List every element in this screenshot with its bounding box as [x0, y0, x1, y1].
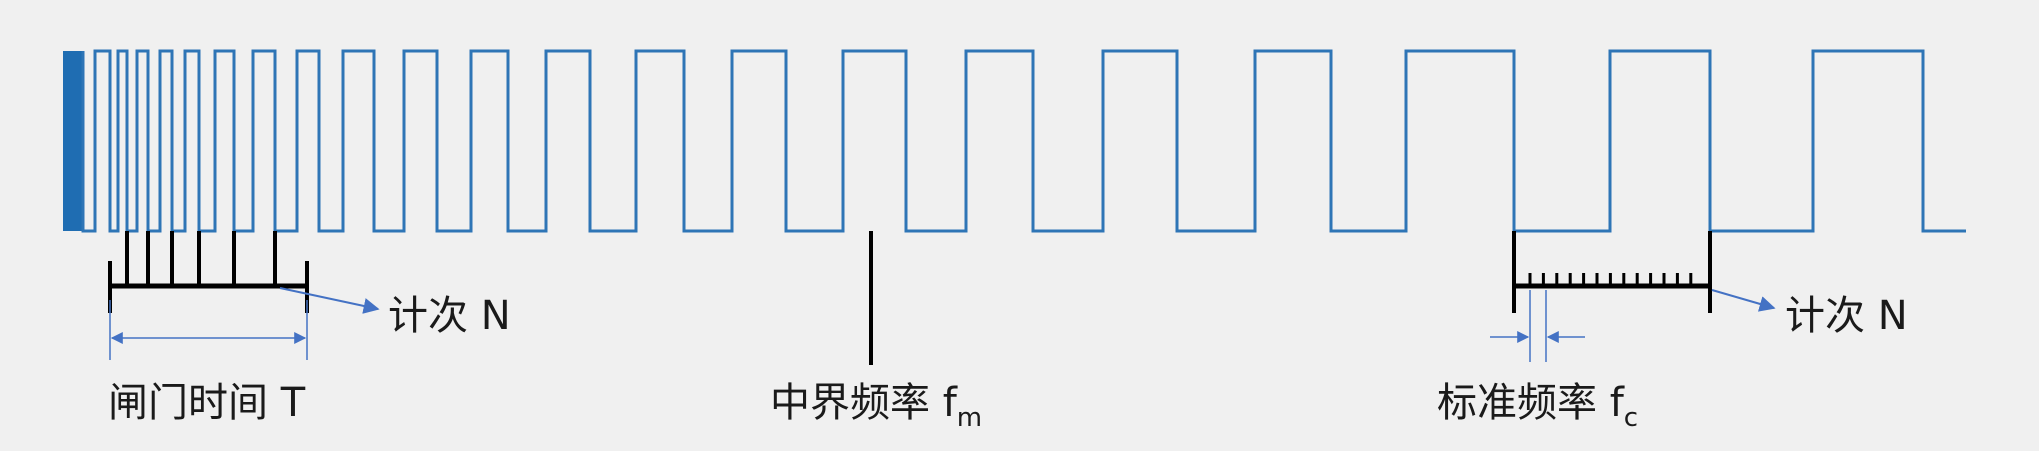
gate-time-dimension [109, 300, 308, 360]
signal-dense-block [63, 51, 83, 231]
right-count-marker [1512, 231, 1712, 313]
crossover-frequency-label: 中界频率 fm [770, 380, 982, 433]
standard-frequency-subscript: c [1624, 403, 1638, 433]
square-wave-signal [81, 49, 1966, 233]
standard-clock-ticks [1528, 273, 1693, 286]
count-label-left: 计次 N [388, 293, 511, 339]
standard-frequency-text: 标准频率 f [1437, 380, 1625, 426]
crossover-frequency-text: 中界频率 f [770, 380, 958, 426]
gate-time-label: 闸门时间 T [108, 380, 306, 426]
standard-frequency-label: 标准频率 fc [1437, 380, 1638, 433]
standard-period-dimension [1490, 290, 1585, 362]
count-label-right: 计次 N [1785, 293, 1908, 339]
left-count-marker [108, 231, 309, 313]
crossover-frequency-subscript: m [957, 403, 982, 433]
count-arrow-left [279, 287, 380, 314]
count-arrow-right [1711, 289, 1776, 312]
